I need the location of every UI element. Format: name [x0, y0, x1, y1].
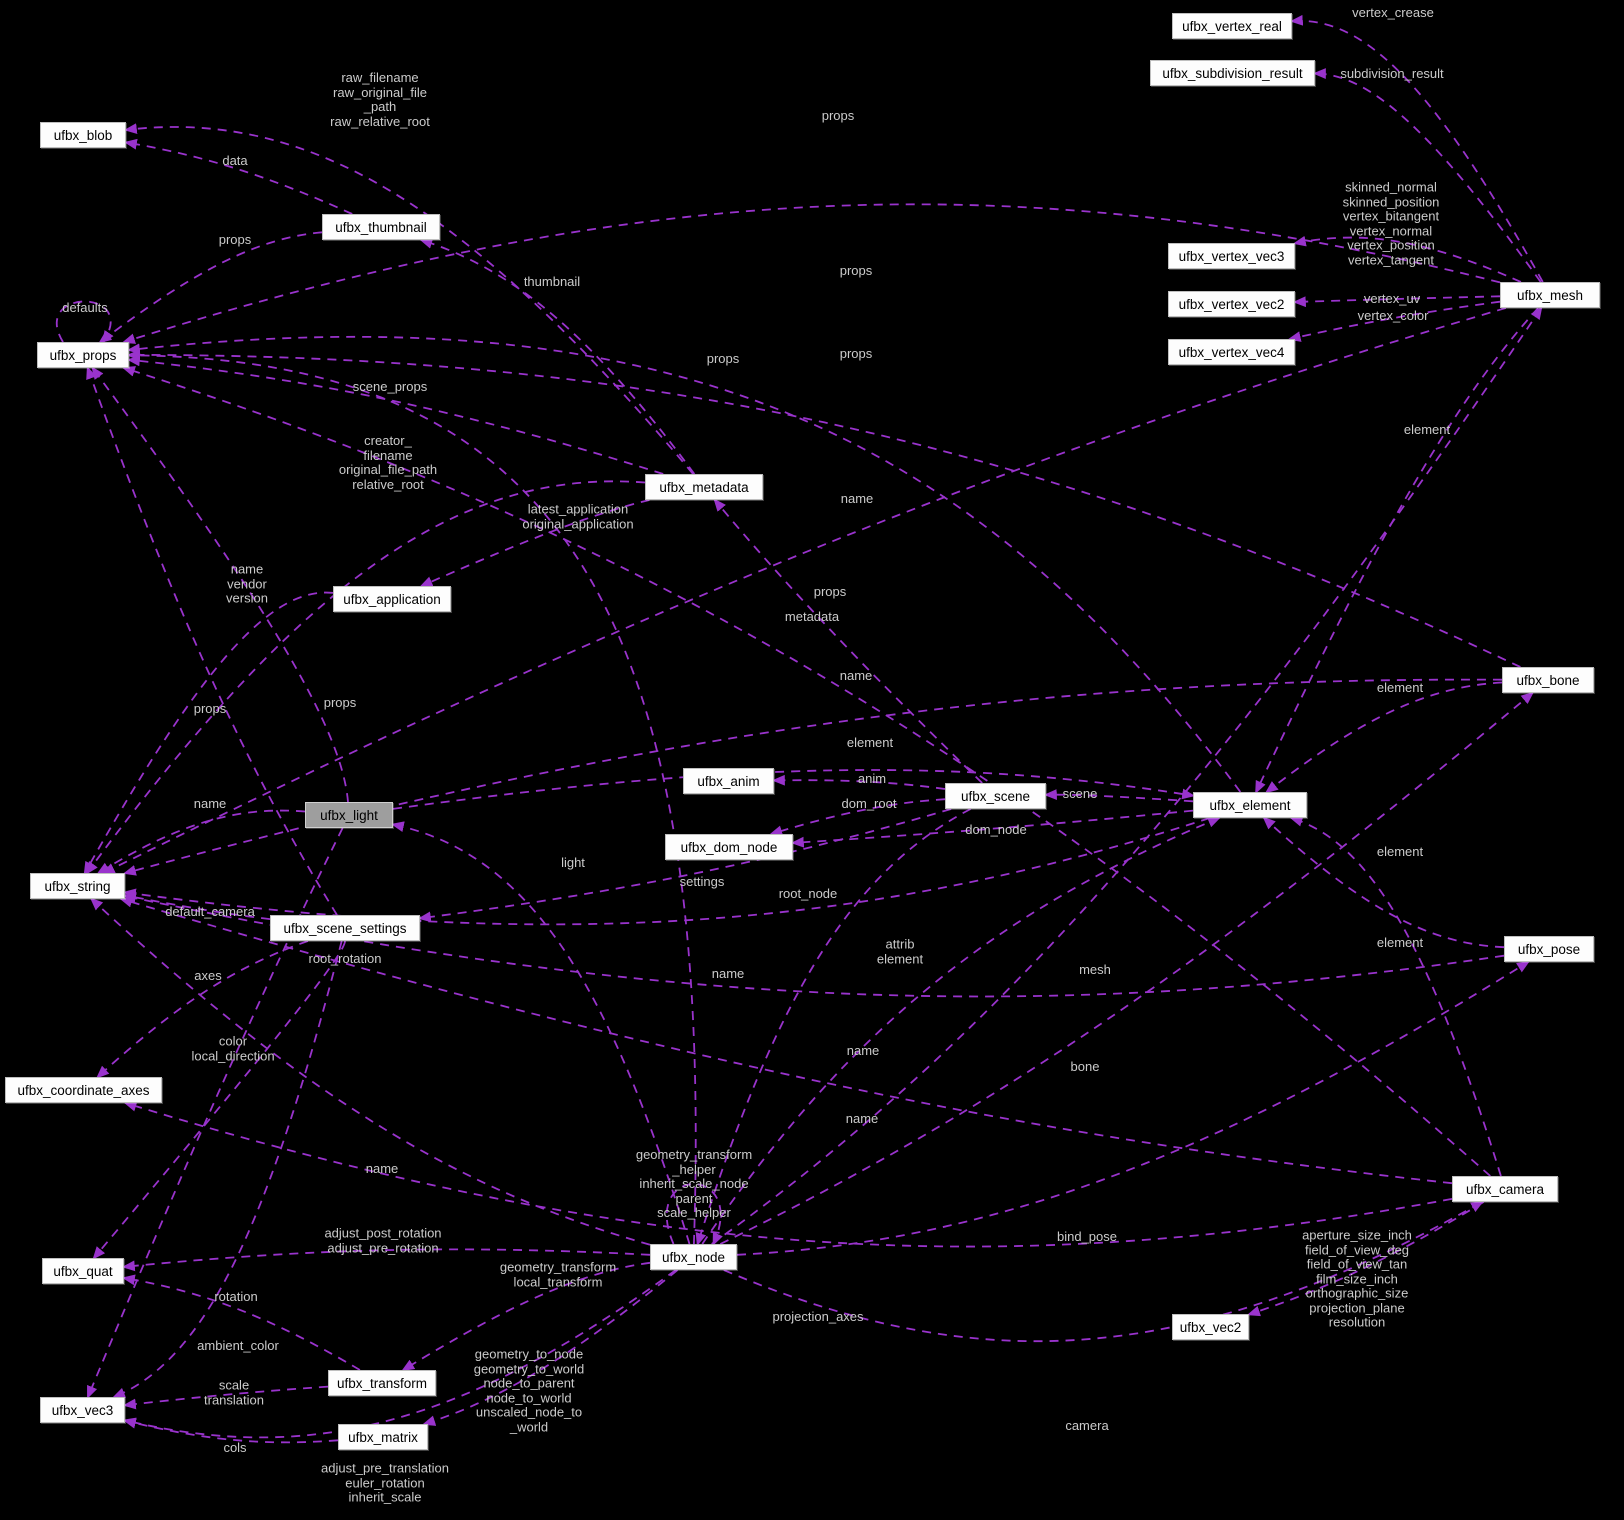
edge-node-bone: [719, 691, 1535, 1245]
edge-node-element: [701, 817, 1221, 1245]
edge-scene-metadata: [713, 498, 983, 784]
edge-mesh-subdivision_result: [1312, 68, 1542, 283]
struct-node-thumbnail[interactable]: ufbx_thumbnail: [322, 214, 440, 240]
edge-camera-vec2: [1246, 1201, 1485, 1317]
edge-scene-anim: [771, 774, 946, 790]
edge-mesh-vertex_vec4: [1287, 300, 1501, 342]
edge-element-dom_node: [790, 809, 1194, 848]
struct-node-dom_node[interactable]: ufbx_dom_node: [665, 834, 793, 860]
edge-mesh-element: [1255, 307, 1539, 794]
edge-metadata-blob: [123, 123, 694, 475]
struct-node-application[interactable]: ufbx_application: [333, 586, 451, 612]
edge-props-props: [55, 300, 114, 344]
edge-matrix-vec3: [122, 1417, 339, 1444]
edge-scene-dom_node: [769, 798, 946, 837]
struct-node-scene_settings[interactable]: ufbx_scene_settings: [270, 915, 420, 941]
struct-node-transform[interactable]: ufbx_transform: [328, 1370, 436, 1396]
edge-metadata-thumbnail: [419, 238, 696, 475]
edge-scene_settings-props: [86, 365, 338, 916]
struct-node-camera[interactable]: ufbx_camera: [1452, 1176, 1558, 1202]
edge-node-props: [126, 349, 697, 1245]
struct-node-string[interactable]: ufbx_string: [30, 873, 125, 899]
struct-node-pose[interactable]: ufbx_pose: [1504, 936, 1594, 962]
edge-node-quat: [121, 1248, 651, 1272]
edge-camera-string: [119, 896, 1453, 1185]
edge-transform-vec3: [122, 1385, 329, 1410]
struct-node-mesh[interactable]: ufbx_mesh: [1500, 282, 1600, 308]
edge-node-transform: [401, 1261, 651, 1372]
edge-transform-quat: [121, 1274, 361, 1371]
edge-mesh-props: [122, 203, 1501, 344]
edge-scene-scene_settings: [417, 808, 952, 923]
struct-node-bone[interactable]: ufbx_bone: [1502, 667, 1594, 693]
edge-scene_settings-quat: [92, 940, 346, 1260]
struct-node-vec2[interactable]: ufbx_vec2: [1172, 1314, 1249, 1340]
edge-element-scene: [1043, 789, 1194, 803]
edge-light-vec3: [87, 827, 344, 1399]
edge-mesh-string: [101, 307, 1507, 874]
struct-node-anim[interactable]: ufbx_anim: [683, 768, 774, 794]
edge-thumbnail-blob: [123, 138, 353, 215]
edge-metadata-string: [85, 480, 646, 875]
edge-element-string: [122, 817, 1211, 926]
edge-mesh-vertex_vec3: [1292, 235, 1522, 283]
edge-node-pose: [736, 960, 1530, 1256]
edge-node-string: [89, 897, 651, 1246]
edge-application-string: [83, 591, 334, 875]
edge-camera-props: [121, 366, 1491, 1177]
edge-scene_settings-coordinate_axes: [96, 940, 309, 1079]
edge-light-element: [392, 769, 1196, 810]
struct-node-quat[interactable]: ufbx_quat: [42, 1258, 124, 1284]
struct-node-node[interactable]: ufbx_node: [650, 1244, 737, 1270]
edge-scene_settings-vec3: [112, 940, 343, 1398]
edge-node-light: [390, 821, 691, 1245]
struct-node-vec3[interactable]: ufbx_vec3: [40, 1397, 125, 1423]
edge-pose-string: [122, 892, 1505, 998]
edge-metadata-props: [126, 355, 664, 475]
edge-element-props: [126, 335, 1242, 793]
edge-pose-element: [1262, 816, 1505, 949]
edge-bone-element: [1264, 681, 1503, 794]
edge-scene-node: [695, 808, 972, 1247]
struct-node-metadata[interactable]: ufbx_metadata: [645, 474, 763, 500]
struct-node-vertex_vec4[interactable]: ufbx_vertex_vec4: [1168, 339, 1295, 365]
struct-node-element[interactable]: ufbx_element: [1193, 792, 1307, 818]
edge-thumbnail-props: [98, 231, 323, 344]
struct-node-light: ufbx_light: [305, 802, 393, 828]
edge-light-string: [96, 809, 306, 875]
struct-node-subdivision_result[interactable]: ufbx_subdivision_result: [1150, 60, 1315, 86]
struct-node-matrix[interactable]: ufbx_matrix: [338, 1424, 428, 1450]
struct-node-props[interactable]: ufbx_props: [37, 342, 129, 368]
edge-mesh-vertex_vec2: [1292, 295, 1501, 308]
edge-mesh-vertex_real: [1289, 14, 1544, 283]
edge-light-props: [91, 366, 349, 803]
edge-scene_settings-string: [122, 892, 271, 920]
edge-node-matrix: [422, 1269, 679, 1426]
struct-node-vertex_vec2[interactable]: ufbx_vertex_vec2: [1168, 291, 1295, 317]
struct-node-vertex_real[interactable]: ufbx_vertex_real: [1172, 13, 1292, 39]
struct-node-blob[interactable]: ufbx_blob: [40, 122, 126, 148]
edge-camera-coordinate_axes: [123, 1101, 1453, 1248]
edge-node-mesh: [711, 306, 1543, 1245]
struct-node-scene[interactable]: ufbx_scene: [945, 783, 1046, 809]
edge-metadata-application: [419, 499, 650, 587]
edge-node-vec3: [122, 1269, 677, 1439]
edge-node-camera: [723, 1200, 1484, 1343]
edge-bone-props: [126, 349, 1521, 668]
struct-node-vertex_vec3[interactable]: ufbx_vertex_vec3: [1168, 243, 1295, 269]
edge-camera-element: [1289, 816, 1502, 1177]
struct-node-coordinate_axes[interactable]: ufbx_coordinate_axes: [5, 1077, 162, 1103]
